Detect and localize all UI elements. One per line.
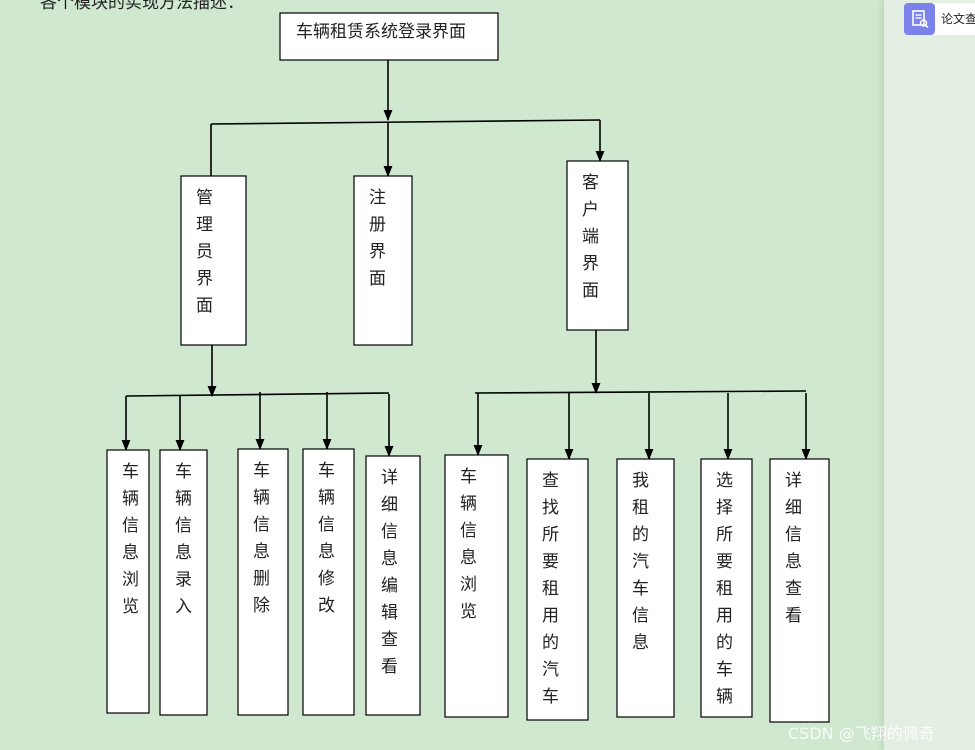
watermark: CSDN @飞翔的佩奇 <box>788 724 935 743</box>
client-child-5-label: 详细信息查看 <box>785 471 802 626</box>
node-client-box <box>566 160 629 331</box>
admin-child-2: 车辆信息录入 <box>159 449 208 716</box>
admin-child-3-box <box>237 448 289 716</box>
node-admin-box <box>180 175 247 346</box>
node-admin: 管理员界面 <box>180 175 247 346</box>
admin-child-1-label: 车辆信息浏览 <box>122 462 139 617</box>
admin-child-3-label: 车辆信息删除 <box>253 461 270 616</box>
edge-client-bus <box>474 390 807 394</box>
client-child-2-label: 查找所要租用的汽车 <box>542 471 559 707</box>
admin-child-5: 详细信息编辑查看 <box>365 455 421 716</box>
admin-child-5-label: 详细信息编辑查看 <box>381 468 398 677</box>
client-child-2-box <box>526 458 589 721</box>
edge-admin-bus <box>125 392 390 397</box>
client-child-1-box <box>444 454 509 718</box>
admin-child-1: 车辆信息浏览 <box>106 449 150 714</box>
admin-child-3: 车辆信息删除 <box>237 448 289 716</box>
client-child-1: 车辆信息浏览 <box>444 454 509 718</box>
node-admin-label: 管理员界面 <box>196 188 213 316</box>
admin-child-4-box <box>302 448 355 716</box>
node-client: 客户端界面 <box>566 160 629 331</box>
admin-child-2-label: 车辆信息录入 <box>175 462 192 617</box>
node-register-label: 注册界面 <box>369 188 386 289</box>
client-child-3: 我租的汽车信息 <box>616 458 675 718</box>
admin-child-1-box <box>106 449 150 714</box>
client-child-4-label: 选择所要租用的车辆 <box>716 471 733 707</box>
root-node: 车辆租赁系统登录界面 <box>279 12 499 61</box>
edge-level1-bus <box>210 119 601 125</box>
node-register: 注册界面 <box>353 175 413 346</box>
node-client-label: 客户端界面 <box>582 173 599 301</box>
document-search-icon[interactable] <box>904 3 935 35</box>
client-child-4: 选择所要租用的车辆 <box>700 458 753 718</box>
admin-child-4: 车辆信息修改 <box>302 448 355 716</box>
client-child-5: 详细信息查看 <box>769 458 830 723</box>
sidebar-button-label[interactable]: 论文查重 <box>941 12 975 26</box>
admin-child-4-label: 车辆信息修改 <box>318 461 335 616</box>
root-node-label: 车辆租赁系统登录界面 <box>296 22 466 42</box>
admin-child-2-box <box>159 449 208 716</box>
node-register-box <box>353 175 413 346</box>
root-node-box <box>279 12 499 61</box>
client-child-3-box <box>616 458 675 718</box>
client-child-1-label: 车辆信息浏览 <box>460 467 477 622</box>
admin-child-5-box <box>365 455 421 716</box>
intro-text: 各个模块的实现方法描述： <box>40 0 244 13</box>
client-child-4-box <box>700 458 753 718</box>
right-side-panel <box>884 0 975 750</box>
client-child-3-label: 我租的汽车信息 <box>632 471 649 653</box>
client-child-5-box <box>769 458 830 723</box>
client-child-2: 查找所要租用的汽车 <box>526 458 589 721</box>
